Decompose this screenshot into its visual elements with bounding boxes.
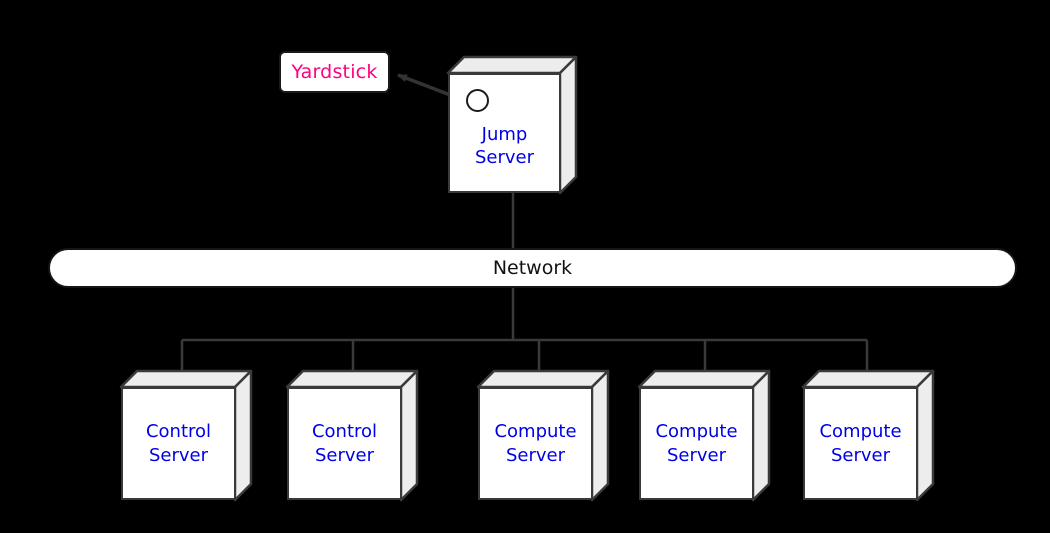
jump-server-label: Jump Server (475, 123, 534, 169)
jump-server-front-face: Jump Server (448, 73, 561, 193)
node-3-label-line1: Compute (494, 421, 577, 443)
node-1-label: Control Server (146, 420, 211, 466)
network-label: Network (492, 257, 573, 279)
jump-server-label-line1: Jump (481, 123, 528, 145)
node-compute-server-3[interactable]: Compute Server (801, 369, 935, 502)
node-2-label: Control Server (312, 420, 377, 466)
node-5-front-face: Compute Server (803, 387, 918, 500)
yardstick-label: Yardstick (291, 61, 378, 83)
node-5-label-line1: Compute (819, 421, 902, 443)
node-3-front-face: Compute Server (478, 387, 593, 500)
node-compute-server-2[interactable]: Compute Server (637, 369, 771, 502)
lollipop-interface-icon (466, 89, 489, 112)
yardstick-label-box[interactable]: Yardstick (279, 51, 390, 93)
node-1-3d-shading (119, 369, 253, 502)
node-2-label-line2: Server (314, 444, 374, 466)
node-2-label-line1: Control (311, 421, 378, 443)
node-control-server-2[interactable]: Control Server (285, 369, 419, 502)
node-4-label-line1: Compute (655, 421, 738, 443)
network-bus[interactable]: Network (48, 248, 1017, 288)
jump-server-3d-shading (446, 55, 578, 195)
node-1-label-line2: Server (148, 444, 208, 466)
node-3-label: Compute Server (494, 420, 576, 466)
node-5-label: Compute Server (819, 420, 901, 466)
node-1-front-face: Control Server (121, 387, 236, 500)
node-compute-server-1[interactable]: Compute Server (476, 369, 610, 502)
node-control-server-1[interactable]: Control Server (119, 369, 253, 502)
node-2-3d-shading (285, 369, 419, 502)
node-4-label-line2: Server (666, 444, 727, 466)
node-4-3d-shading (637, 369, 771, 502)
node-5-label-line2: Server (830, 444, 891, 466)
node-jump-server[interactable]: Jump Server (446, 55, 578, 195)
node-4-front-face: Compute Server (639, 387, 754, 500)
node-1-label-line1: Control (145, 421, 212, 443)
node-2-front-face: Control Server (287, 387, 402, 500)
node-4-label: Compute Server (655, 420, 737, 466)
jump-server-label-line2: Server (474, 147, 535, 168)
node-3-label-line2: Server (505, 444, 566, 466)
